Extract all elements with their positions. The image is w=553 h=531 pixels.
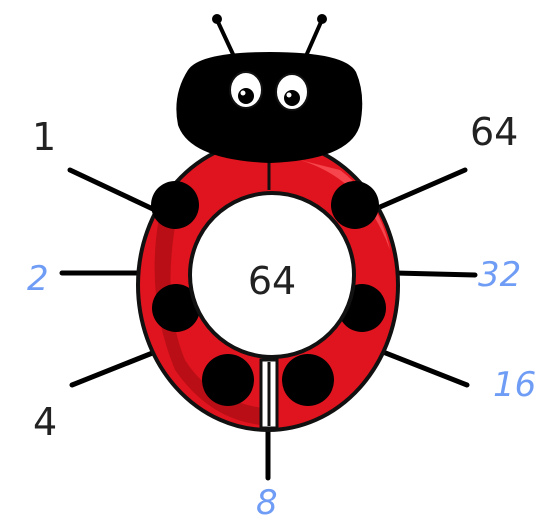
label-top-left: 1 [32, 118, 56, 156]
spot [202, 354, 254, 406]
leg-left-bottom [72, 350, 160, 385]
antenna-tip-left [212, 14, 222, 24]
answer-right-bottom: 16 [493, 368, 536, 402]
center-number: 64 [222, 262, 322, 300]
ladybug-head [176, 52, 362, 163]
leg-right-top [380, 170, 465, 207]
answer-left-middle: 2 [27, 262, 49, 296]
spot [331, 181, 379, 229]
leg-left-top [70, 170, 155, 210]
leg-right-bottom [378, 350, 467, 385]
spot [282, 354, 334, 406]
antenna-tip-right [317, 14, 327, 24]
label-top-right: 64 [470, 113, 518, 151]
leg-right-middle [395, 273, 475, 275]
answer-bottom: 8 [256, 486, 278, 520]
label-bottom-left: 4 [33, 403, 57, 441]
spot [151, 181, 199, 229]
answer-right-middle: 32 [478, 258, 521, 292]
